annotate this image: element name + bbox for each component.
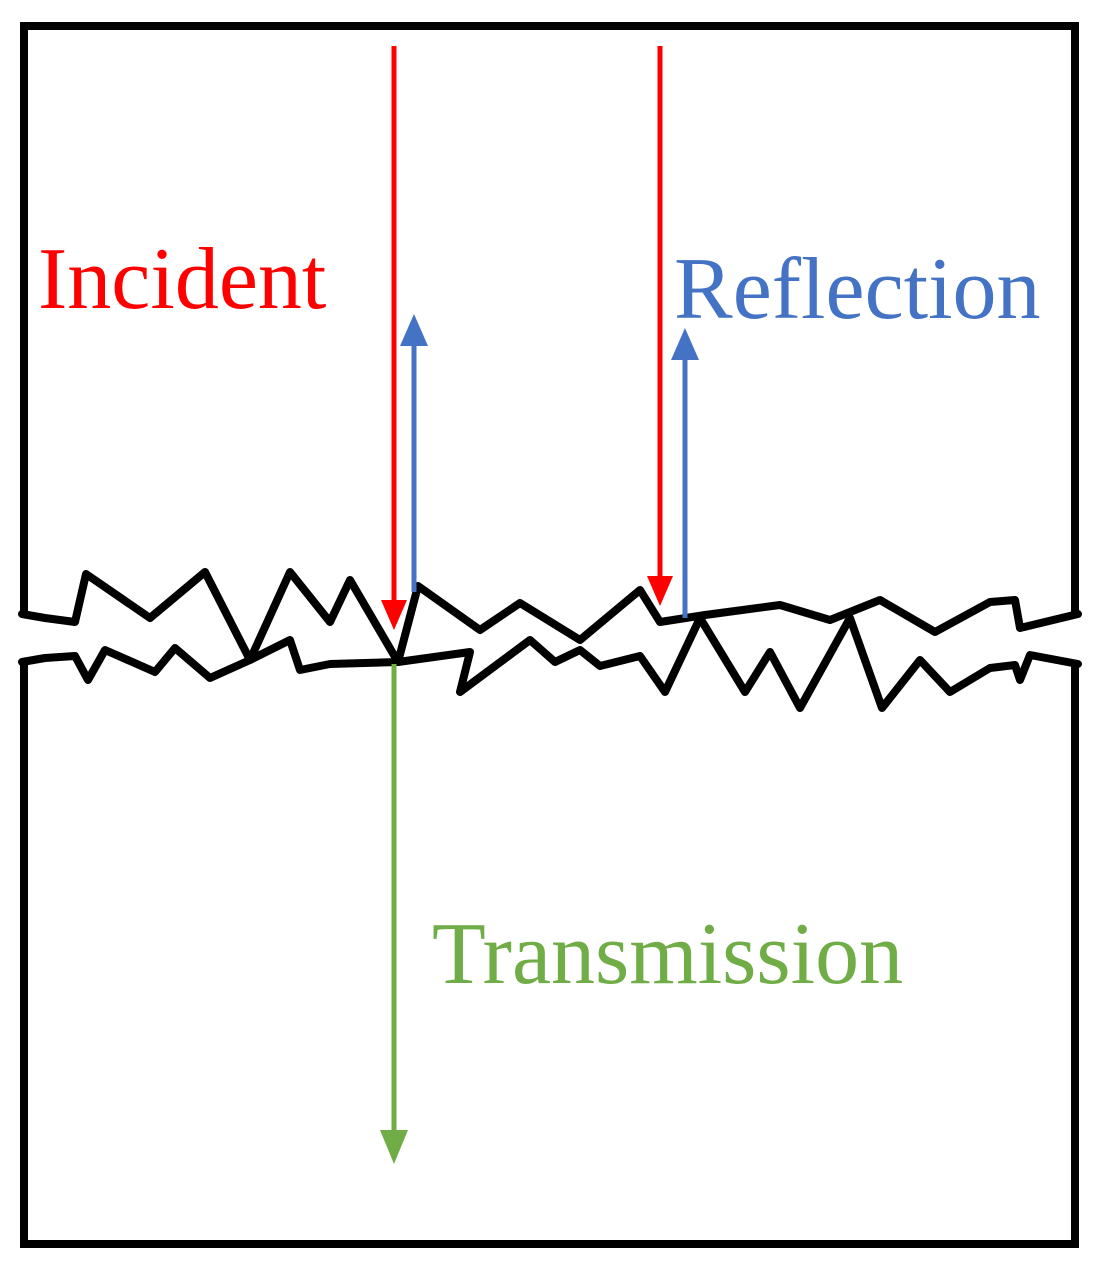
upper-block-outline <box>20 22 1079 612</box>
reflection-arrow-left-head <box>400 314 428 346</box>
lower-rough-surface <box>18 614 1082 712</box>
reflection-arrow-right-head <box>671 328 699 360</box>
reflection-label: Reflection <box>674 241 1041 338</box>
transmission-arrow-head <box>380 1130 408 1164</box>
incident-arrow-left-head <box>381 600 407 630</box>
lower-block-outline <box>20 662 1079 1248</box>
incident-label: Incident <box>38 231 326 328</box>
transmission-label: Transmission <box>432 906 903 1003</box>
incident-arrow-right-head <box>647 576 673 606</box>
upper-rough-surface <box>18 568 1082 666</box>
